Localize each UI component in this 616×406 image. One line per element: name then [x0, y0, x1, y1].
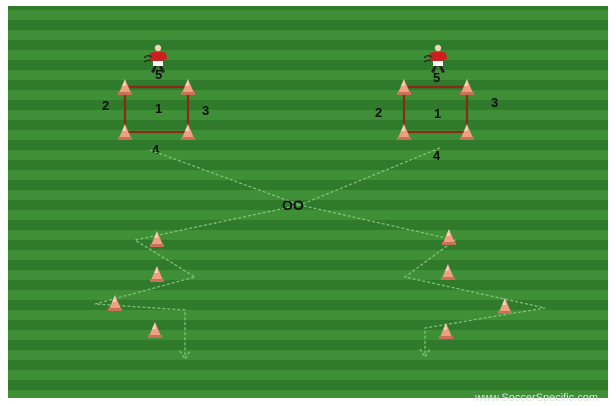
grid-label-left: 2 [375, 105, 382, 120]
watermark: www.SoccerSpecific.com [475, 392, 598, 404]
grid-label-left: 2 [102, 98, 109, 113]
grid-label-right: 3 [202, 103, 209, 118]
grid-label-center: 1 [434, 106, 441, 121]
grid-label-center: 1 [155, 101, 162, 116]
grid-label-right: 3 [491, 95, 498, 110]
center-marker: OO [282, 197, 304, 213]
grid-label-top: 5 [433, 70, 440, 85]
grid-label-top: 5 [155, 67, 162, 82]
grid-label-bottom: 4 [152, 142, 160, 157]
